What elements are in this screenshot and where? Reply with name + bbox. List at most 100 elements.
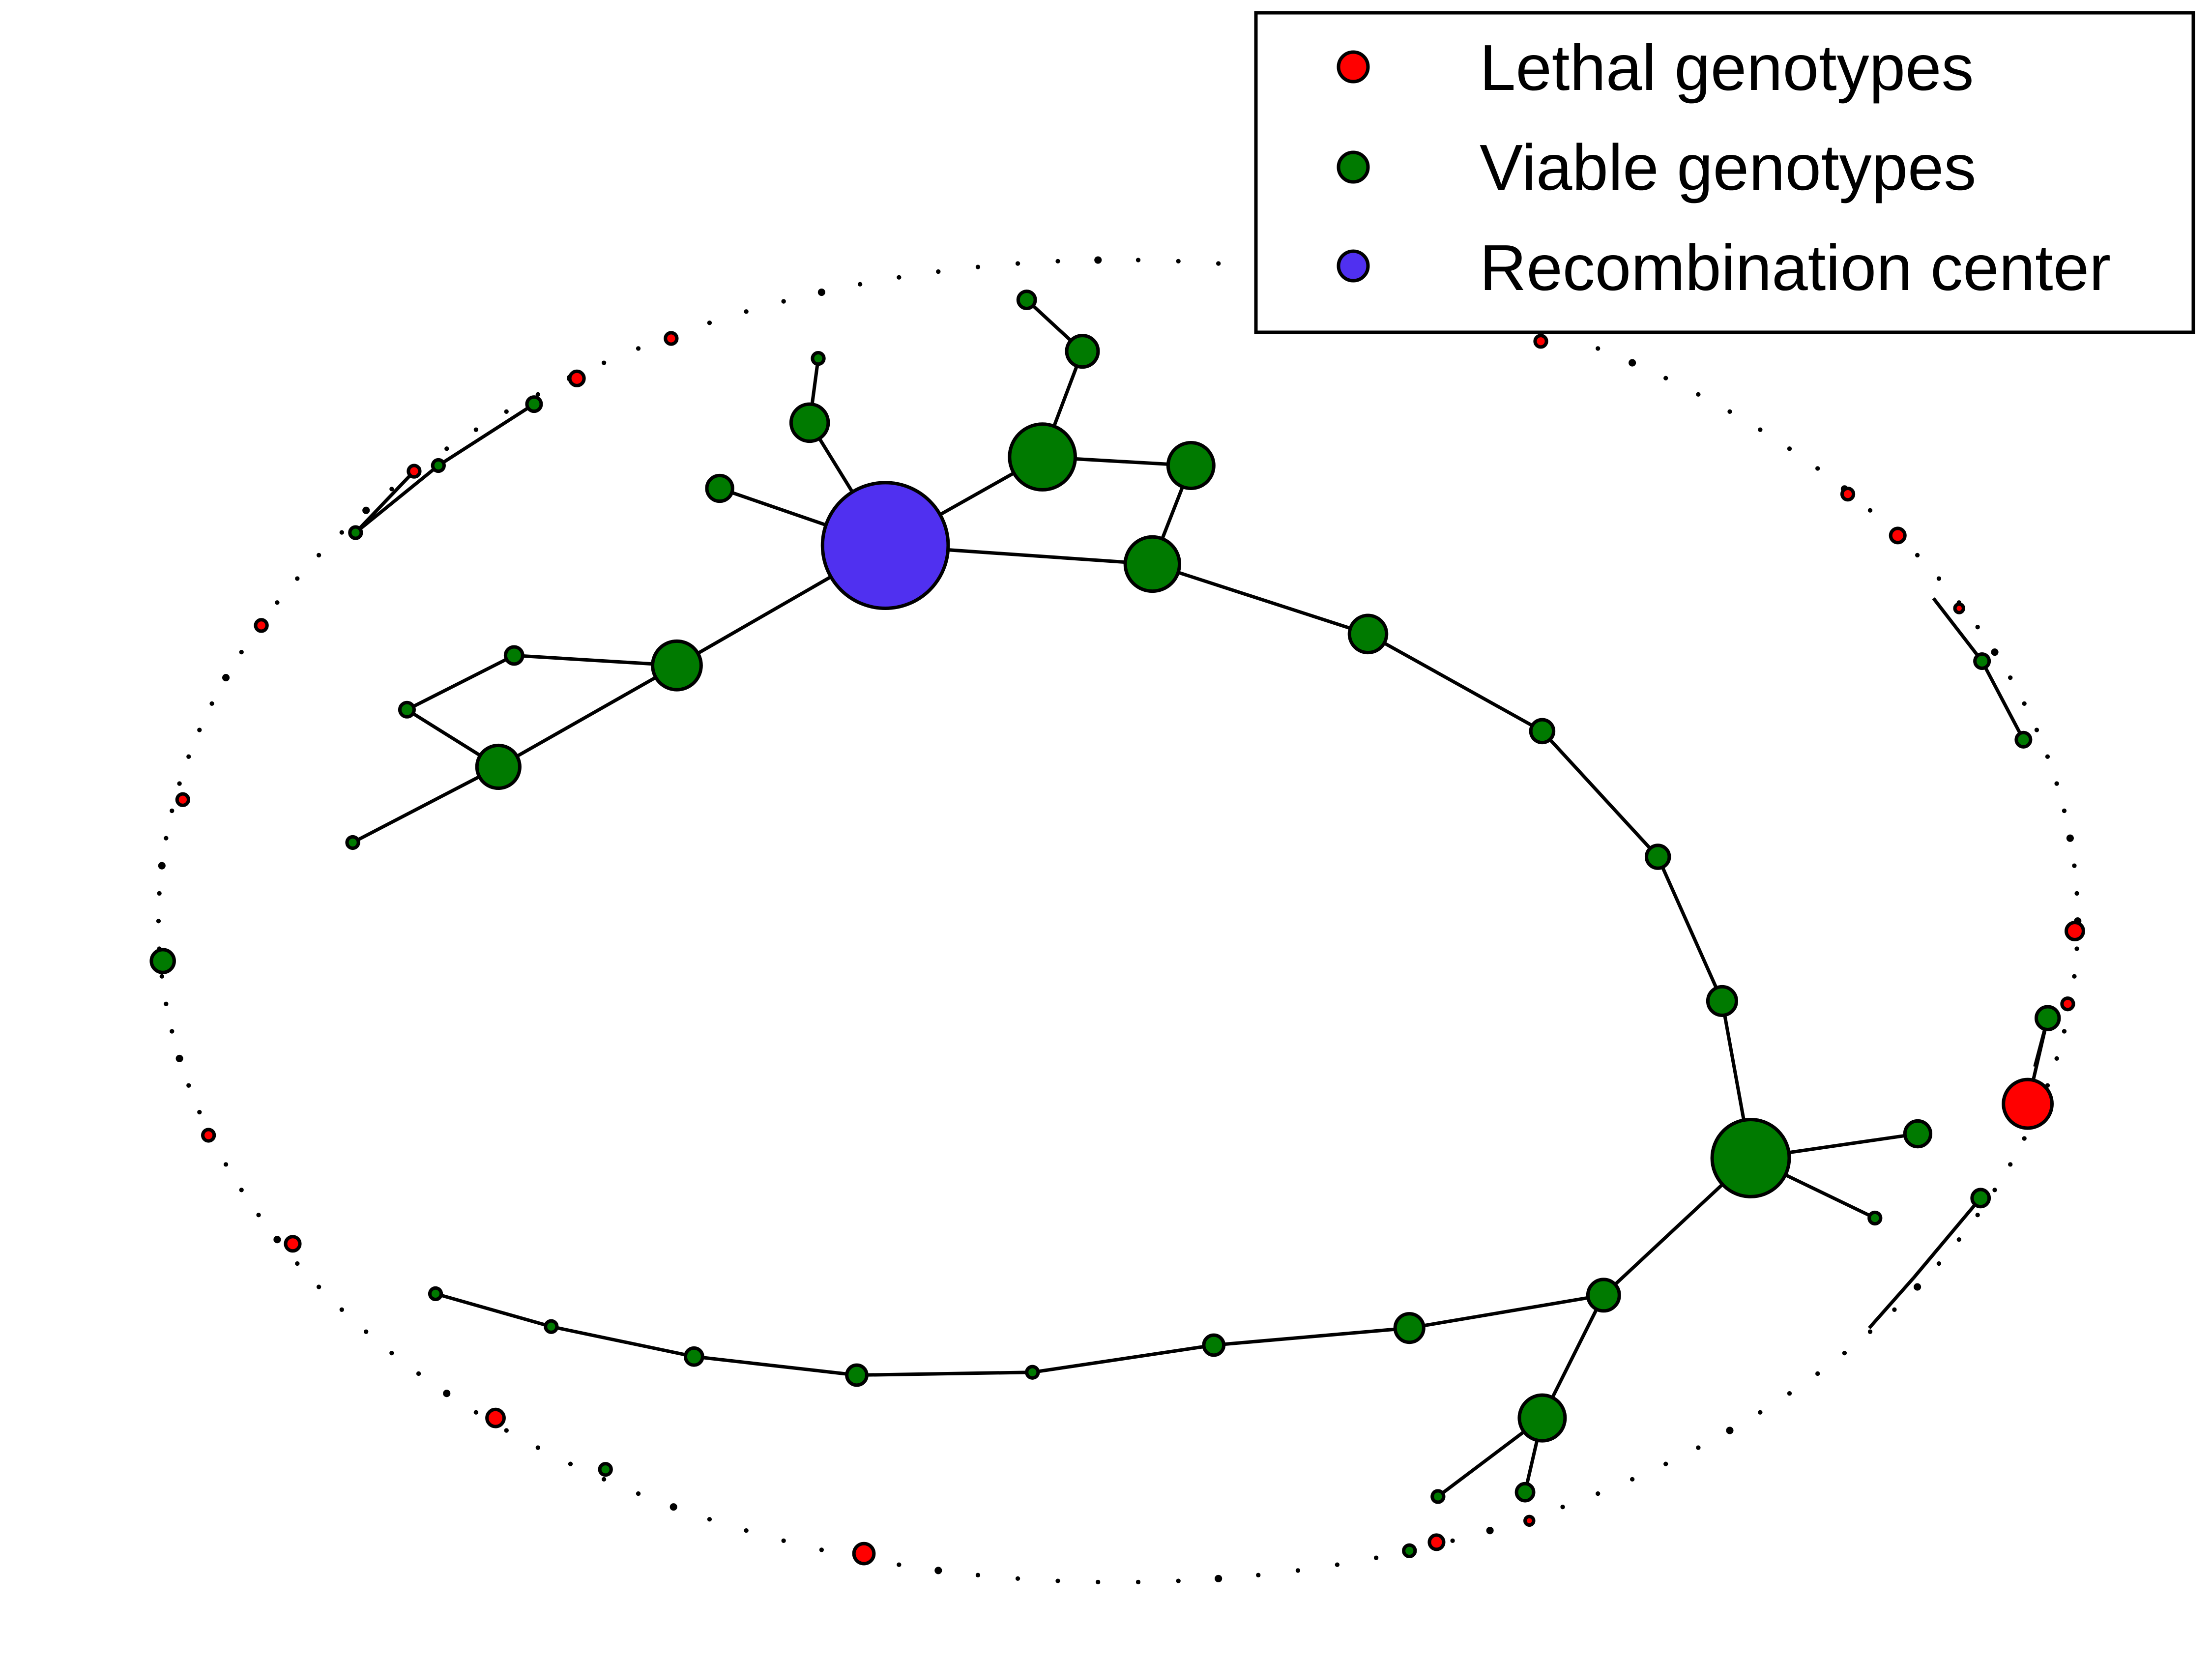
- legend-marker-lethal: [1337, 50, 1370, 84]
- ring-dot: [156, 919, 161, 924]
- ring-dot: [1842, 1350, 1847, 1356]
- edge-11: [1541, 729, 1659, 858]
- ring-dot: [1216, 261, 1221, 266]
- ring-dot: [158, 862, 166, 870]
- ring-dot: [857, 282, 863, 287]
- viable-genotype-node: [598, 1462, 613, 1477]
- lethal-genotype-node: [1953, 602, 1965, 614]
- lethal-genotype-node: [852, 1542, 876, 1566]
- edge-segment-3: [1868, 1277, 1915, 1329]
- ring-dot: [1094, 256, 1102, 264]
- ring-dot: [295, 576, 300, 581]
- ring-dot: [1055, 1578, 1060, 1583]
- edge-segment-1: [1980, 660, 2025, 741]
- viable-genotype-node: [1347, 613, 1389, 655]
- ring-dot: [339, 530, 344, 535]
- legend-marker-recombination-center: [1337, 249, 1370, 283]
- ring-dot: [975, 1572, 981, 1577]
- ring-dot: [197, 1109, 202, 1115]
- ring-dot: [1975, 1213, 1980, 1218]
- ring-dot: [2034, 728, 2039, 732]
- ring-dot: [1373, 1555, 1379, 1560]
- ring-dot: [1335, 1562, 1340, 1567]
- edge-23: [856, 1370, 1033, 1377]
- lethal-genotype-node: [407, 464, 422, 479]
- ring-dot: [222, 674, 230, 682]
- ring-dot: [1663, 1461, 1668, 1466]
- viable-genotype-node: [1402, 1543, 1417, 1558]
- ring-dot: [936, 269, 941, 274]
- lethal-genotype-node: [254, 618, 269, 633]
- ring-dot: [157, 891, 162, 896]
- viable-genotype-node: [683, 1346, 704, 1367]
- ring-dot: [636, 346, 641, 351]
- lethal-genotype-node: [1840, 487, 1856, 502]
- edge-9: [1152, 562, 1369, 636]
- edge-28: [514, 653, 677, 668]
- ring-dot: [1696, 1445, 1701, 1450]
- ring-dot: [170, 1029, 175, 1034]
- legend-marker-viable: [1337, 150, 1370, 184]
- edge-32: [351, 765, 499, 844]
- viable-genotype-node: [525, 395, 543, 413]
- ring-dot: [339, 1307, 344, 1312]
- ring-dot: [2074, 891, 2079, 896]
- legend: Lethal genotypes Viable genotypes Recomb…: [1254, 11, 2195, 334]
- ring-dot: [316, 1284, 321, 1289]
- ring-dot: [1787, 446, 1792, 451]
- ring-dot: [1176, 1578, 1181, 1583]
- viable-genotype-node: [503, 645, 524, 666]
- ring-dot: [473, 1410, 479, 1415]
- ring-dot: [1596, 1491, 1601, 1496]
- ring-dot: [669, 1503, 677, 1511]
- ring-dot: [170, 808, 175, 814]
- edge-segment-2: [1912, 1197, 1982, 1280]
- viable-genotype-node: [544, 1319, 559, 1334]
- ring-dot: [209, 701, 214, 706]
- viable-genotype-node: [1710, 1118, 1791, 1198]
- ring-dot: [1915, 553, 1920, 558]
- viable-genotype-node: [1065, 334, 1100, 369]
- lethal-genotype-node: [284, 1235, 302, 1253]
- ring-dot: [1663, 376, 1668, 380]
- ring-dot: [1560, 1505, 1565, 1510]
- ring-dot: [601, 1477, 607, 1482]
- lethal-genotype-node: [1523, 1514, 1536, 1527]
- ring-dot: [443, 1390, 451, 1397]
- ring-dot: [164, 1001, 169, 1006]
- viable-genotype-node: [1867, 1210, 1883, 1226]
- ring-dot: [1696, 392, 1701, 397]
- ring-dot: [2054, 1056, 2059, 1061]
- ring-dot: [159, 974, 164, 979]
- ring-dot: [2062, 808, 2067, 814]
- ring-dot: [364, 1329, 369, 1334]
- ring-dot: [164, 836, 169, 841]
- lethal-genotype-node: [1889, 526, 1907, 545]
- ring-dot: [1991, 648, 1999, 656]
- ring-dot: [1486, 1527, 1494, 1535]
- ring-dot: [1815, 1371, 1820, 1376]
- ring-dot: [1956, 1237, 1961, 1242]
- ring-dot: [1176, 259, 1181, 264]
- ring-dot: [535, 1445, 540, 1450]
- lethal-genotype-node: [1427, 1533, 1446, 1551]
- ring-dot: [568, 1461, 573, 1466]
- edge-segment-5: [354, 470, 415, 534]
- lethal-genotype-node: [2002, 1077, 2054, 1130]
- ring-dot: [744, 309, 749, 314]
- ring-dot: [1867, 1329, 1873, 1334]
- viable-genotype-node: [1903, 1119, 1933, 1149]
- lethal-genotype-node: [201, 1128, 216, 1143]
- viable-genotype-node: [1202, 1333, 1226, 1357]
- ring-dot: [473, 427, 479, 432]
- edge-21: [1213, 1326, 1410, 1347]
- viable-genotype-node: [1517, 1393, 1567, 1443]
- edge-12: [1656, 856, 1724, 1002]
- lethal-genotype-node: [175, 792, 190, 807]
- viable-genotype-node: [1166, 441, 1216, 491]
- ring-dot: [934, 1567, 942, 1574]
- ring-dot: [273, 1236, 281, 1244]
- ring-dot: [239, 1188, 244, 1193]
- viable-genotype-node: [1016, 290, 1037, 310]
